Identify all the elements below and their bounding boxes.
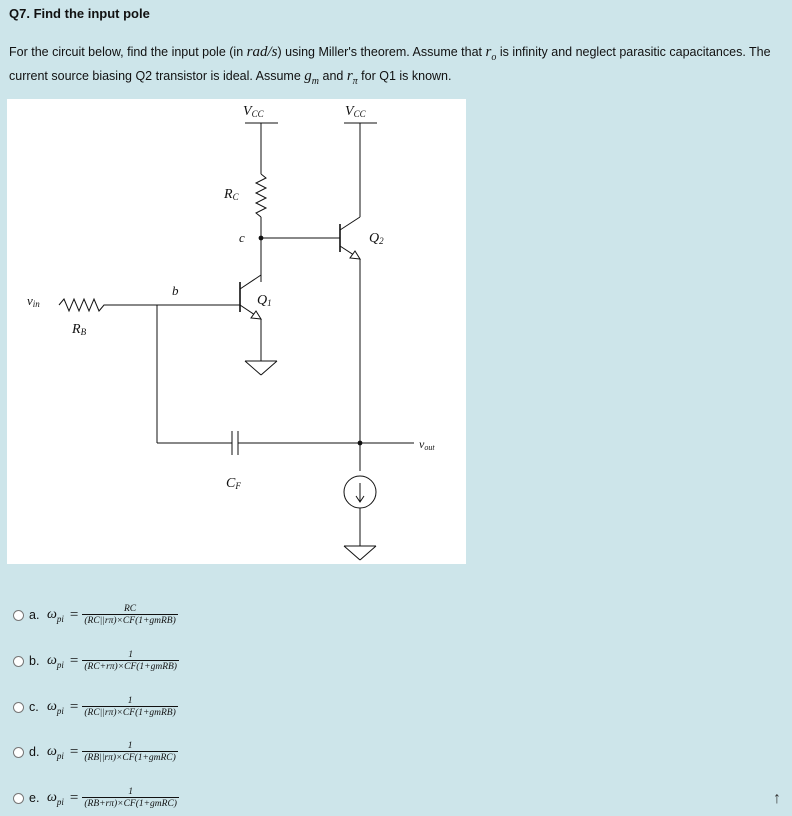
option-e-letter: e. (29, 791, 40, 805)
option-d[interactable]: d. ωpi = 1(RB||rπ)×CF(1+gmRC) (13, 737, 273, 767)
prompt-text-2: ) using Miller's theorem. Assume that (277, 45, 486, 59)
question-title: Q7. Find the input pole (9, 6, 150, 21)
ground-q1-right (260, 360, 278, 376)
vcc2-label: VCC (345, 104, 367, 119)
option-e-formula: ωpi = 1(RB+rπ)×CF(1+gmRC) (47, 787, 179, 809)
prompt-gm: gm (304, 68, 320, 87)
prompt-ro: ro (485, 44, 497, 63)
option-e[interactable]: e. ωpi = 1(RB+rπ)×CF(1+gmRC) (13, 783, 273, 813)
option-d-formula: ωpi = 1(RB||rπ)×CF(1+gmRC) (47, 741, 178, 763)
arrow-up-icon[interactable]: ↑ (773, 790, 781, 807)
ground-out-right (359, 545, 377, 561)
vout-label: vout (419, 437, 435, 452)
option-a[interactable]: a. ωpi = RC(RC||rπ)×CF(1+gmRB) (13, 600, 273, 630)
node-b-label: b (172, 283, 179, 298)
radio-e[interactable] (13, 792, 24, 804)
rc-label: RC (223, 187, 240, 202)
option-d-letter: d. (29, 745, 40, 759)
current-source-arrowhead (355, 495, 365, 503)
option-a-letter: a. (29, 608, 40, 622)
cf-label: CF (226, 476, 241, 491)
option-a-formula: ωpi = RC(RC||rπ)×CF(1+gmRB) (47, 604, 178, 626)
rb-resistor (58, 297, 157, 313)
q1-emitter-arrow (250, 310, 262, 320)
rb-label: RB (71, 322, 87, 337)
radio-b[interactable] (13, 655, 24, 667)
prompt-text-5: for Q1 is known. (357, 69, 452, 83)
option-c-formula: ωpi = 1(RC||rπ)×CF(1+gmRB) (47, 696, 178, 718)
option-c-letter: c. (29, 700, 39, 714)
option-b[interactable]: b. ωpi = 1(RC+rπ)×CF(1+gmRB) (13, 646, 273, 676)
q2-collector (339, 216, 361, 231)
circuit-diagram: VCC VCC RC c Q2 b Q1 vin RB vout CF (7, 99, 466, 564)
q2-label: Q2 (369, 231, 384, 246)
prompt-text-3: is infinity and neglect parasitic capaci… (9, 45, 771, 83)
radio-d[interactable] (13, 746, 24, 758)
ground-out-left (343, 545, 361, 561)
rc-resistor (254, 173, 268, 218)
node-c-label: c (239, 230, 245, 245)
prompt-text-1: For the circuit below, find the input po… (9, 45, 247, 59)
vcc1-label: VCC (243, 104, 265, 119)
prompt-text-4: and (319, 69, 347, 83)
radio-a[interactable] (13, 609, 24, 621)
prompt-unit: rad/s (246, 44, 278, 60)
radio-c[interactable] (13, 701, 24, 713)
q1-label: Q1 (257, 293, 272, 308)
q1-collector (239, 274, 262, 290)
option-b-letter: b. (29, 654, 40, 668)
vin-label: vin (27, 293, 40, 309)
question-prompt: For the circuit below, find the input po… (9, 43, 784, 91)
ground-q1-left (244, 360, 262, 376)
option-c[interactable]: c. ωpi = 1(RC||rπ)×CF(1+gmRB) (13, 692, 273, 722)
prompt-rpi: rπ (346, 68, 358, 87)
q2-emitter-arrow (349, 250, 361, 260)
option-b-formula: ωpi = 1(RC+rπ)×CF(1+gmRB) (47, 650, 179, 672)
